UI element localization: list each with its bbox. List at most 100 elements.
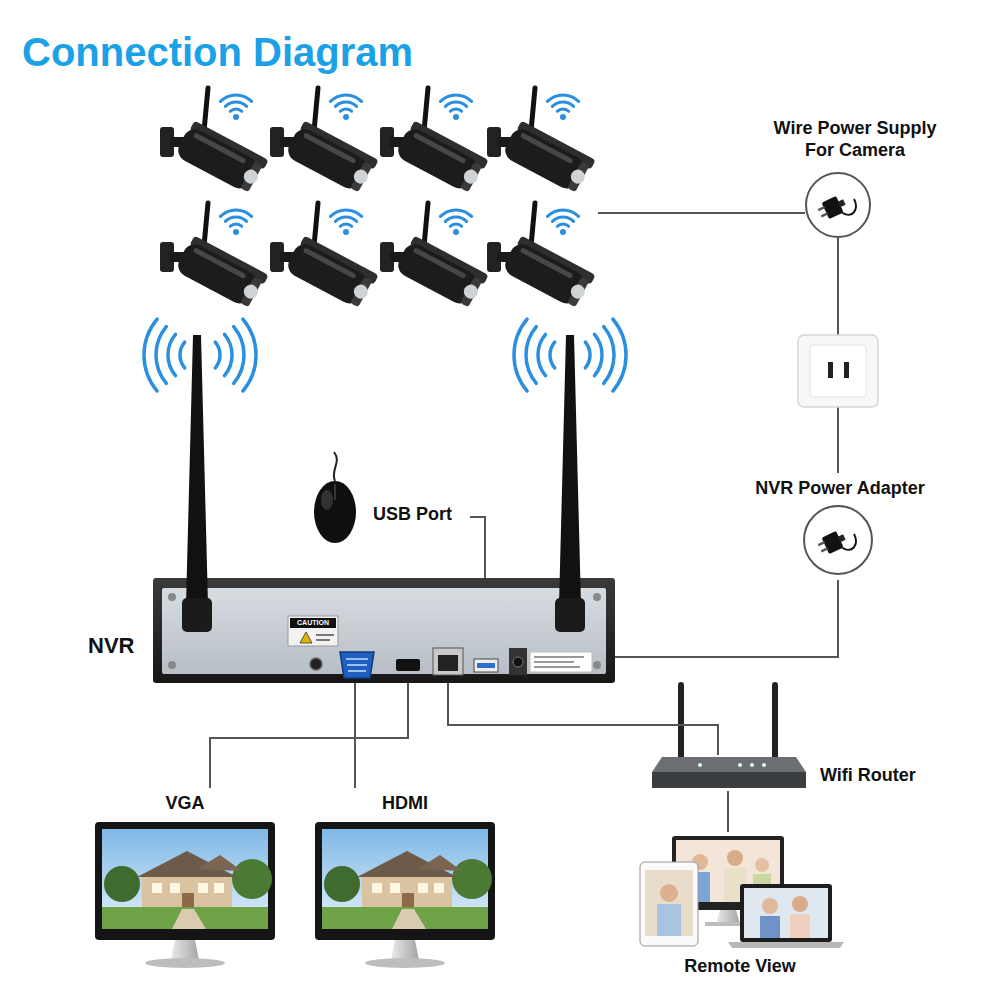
nvr-housing-part — [316, 634, 334, 636]
connector-wire — [210, 683, 408, 788]
wall-outlet-part — [844, 362, 849, 378]
nvr-housing-part — [534, 666, 580, 668]
nvr-housing-part — [153, 578, 615, 683]
remote-view-devices: Remote View — [635, 832, 847, 982]
camera-array — [160, 88, 596, 310]
remote-devices-part — [760, 916, 780, 938]
nvr-adapter-icon-part — [804, 506, 872, 574]
nvr-antennas-part — [559, 335, 581, 605]
power-wires-part — [837, 237, 839, 335]
remote-devices-part — [660, 884, 678, 902]
device-label: VGA — [95, 793, 275, 815]
router-icon — [652, 682, 806, 788]
nvr-housing-part — [593, 593, 601, 601]
nvr-power-adapter: NVR Power Adapter — [740, 478, 942, 580]
nvr-housing-part — [433, 648, 463, 675]
router-icon-part — [652, 757, 806, 772]
remote-devices-part — [727, 850, 743, 866]
nvr-housing-part — [162, 588, 606, 674]
caution-label: CAUTION — [290, 618, 336, 628]
camera-array-part — [270, 203, 379, 310]
device-label: USB Port — [373, 504, 468, 526]
router-icon-part — [750, 763, 754, 767]
camera-power-supply-icon — [806, 173, 870, 237]
nvr-antennas-part — [182, 598, 212, 632]
nvr-housing-part — [530, 652, 592, 672]
nvr-housing-part — [347, 664, 367, 666]
camera-array-part — [160, 88, 269, 195]
wifi-router: Wifi Router — [650, 755, 940, 791]
vga-monitor: VGA — [95, 788, 277, 968]
mouse-part — [334, 484, 336, 500]
device-label: Remote View — [635, 956, 845, 978]
mouse-part — [321, 490, 333, 510]
nvr-housing-part — [288, 616, 338, 646]
nvr-adapter-icon — [804, 506, 872, 574]
label-holder: CAUTION — [290, 618, 336, 628]
remote-devices-part — [645, 870, 693, 936]
illustration-part — [315, 822, 495, 968]
camera-array-part — [380, 88, 489, 195]
device-label: NVR Power Adapter — [740, 478, 940, 500]
nvr-housing-part — [316, 639, 330, 641]
remote-devices-part — [740, 884, 832, 942]
camera-array-part — [160, 203, 269, 310]
device-label: Wire Power Supply For Camera — [765, 118, 945, 161]
nvr-housing-part — [593, 661, 601, 669]
nvr-housing-part — [534, 656, 584, 658]
remote-devices-part — [657, 904, 681, 936]
nvr-housing-part — [348, 670, 366, 672]
hdmi-monitor: HDMI — [315, 788, 497, 968]
wall-outlet — [798, 335, 878, 407]
wall-outlet-part — [828, 362, 833, 378]
mouse-part — [314, 481, 356, 543]
wall-outlet-part — [810, 345, 866, 397]
nvr-housing-part — [474, 659, 498, 672]
nvr-housing-part — [168, 661, 176, 669]
nvr-housing-part — [509, 648, 527, 675]
remote-devices-part — [716, 910, 740, 924]
router-icon-part — [738, 763, 742, 767]
nvr-recorder: NVR — [85, 578, 615, 683]
camera-power-supply: Wire Power Supply For Camera — [760, 118, 950, 248]
wall-outlet-part — [798, 335, 878, 407]
remote-devices-part — [640, 862, 698, 946]
nvr-housing-part — [477, 663, 495, 668]
mouse — [314, 452, 356, 543]
nvr-housing-part — [513, 657, 523, 667]
nvr-antennas — [182, 335, 585, 632]
camera-array-part — [487, 203, 596, 310]
nvr-adapter-icon-part — [816, 529, 856, 557]
remote-devices-part — [728, 942, 844, 948]
nvr-housing-part — [340, 652, 374, 678]
nvr-antennas-part — [186, 335, 208, 605]
remote-devices — [640, 836, 844, 948]
mouse-part — [334, 452, 337, 481]
nvr-housing-part — [310, 658, 322, 670]
power-wires-part — [598, 212, 805, 214]
title-holder: Connection Diagram — [22, 30, 413, 75]
nvr-housing-part — [396, 659, 420, 671]
diagram-title: Connection Diagram — [22, 30, 413, 75]
connector-wire — [615, 580, 838, 657]
router-icon-part — [772, 682, 778, 760]
power-wires-part — [837, 407, 839, 473]
connector-wire — [470, 517, 485, 578]
nvr-housing-part — [438, 655, 458, 671]
device-label: NVR — [88, 633, 148, 659]
nvr-housing-part — [346, 658, 368, 660]
router-icon-part — [652, 772, 806, 788]
router-icon-part — [678, 682, 684, 760]
connector-wire — [448, 683, 718, 755]
camera-power-supply-icon-part — [816, 194, 856, 222]
nvr-housing-part — [300, 632, 312, 643]
remote-devices-part — [792, 896, 808, 912]
illustration-part — [95, 822, 275, 968]
router-icon-part — [762, 763, 766, 767]
remote-devices-part — [755, 858, 769, 872]
camera-power-supply-icon-part — [806, 173, 870, 237]
router-icon-part — [698, 763, 702, 767]
connector-wire — [727, 791, 729, 832]
